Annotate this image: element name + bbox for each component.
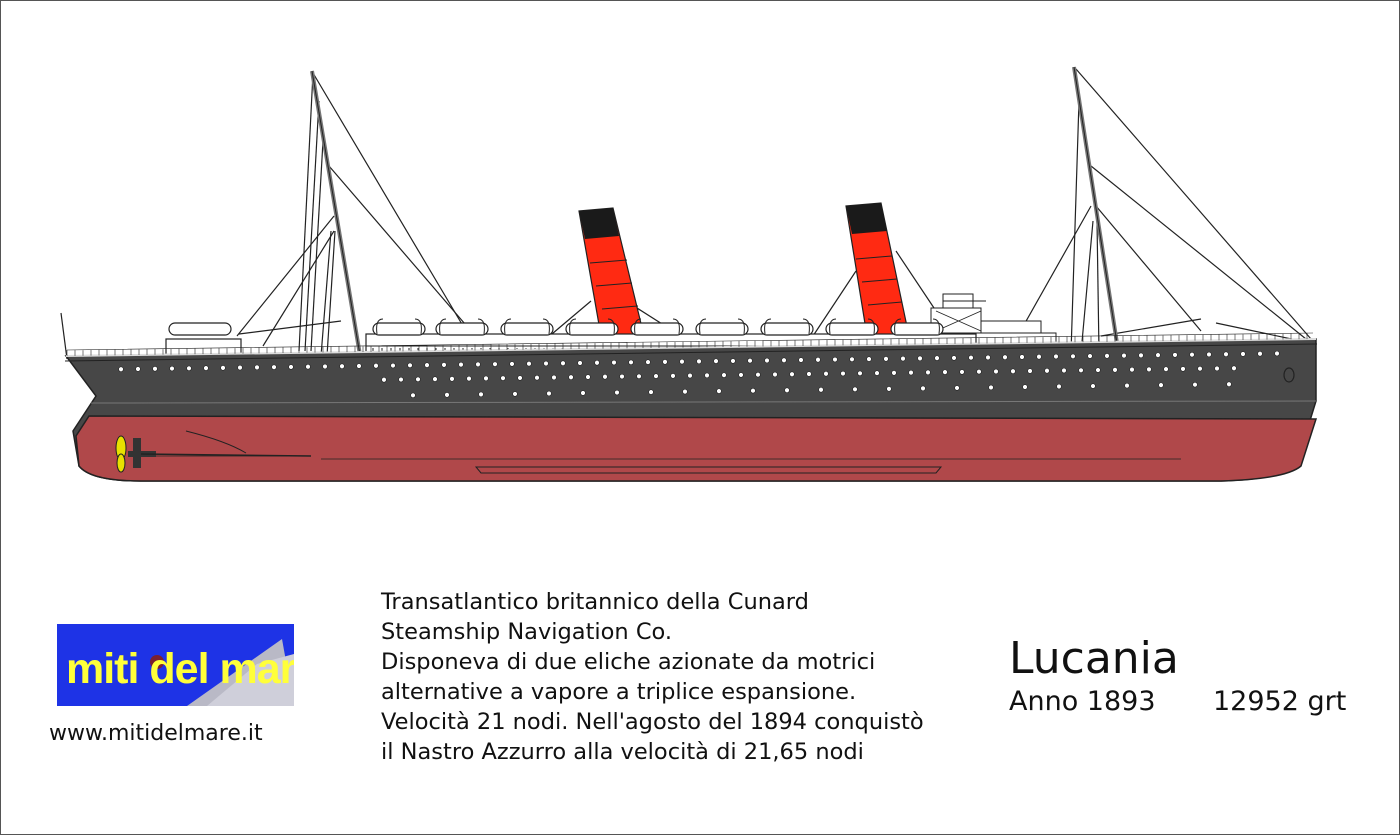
logo[interactable]: miti del mare	[57, 624, 294, 706]
description-line: Disponeva di due eliche azionate da motr…	[381, 649, 876, 675]
logo-text: miti del mare	[66, 645, 294, 693]
ship-illustration	[60, 66, 1318, 482]
description-line: Steamship Navigation Co.	[381, 619, 673, 645]
funnel-aft	[845, 202, 910, 337]
description-line: Transatlantico britannico della Cunard	[381, 589, 809, 615]
funnel-fore	[578, 207, 645, 337]
ship-name: Lucania	[1009, 633, 1179, 684]
website-link[interactable]: www.mitidelmare.it	[49, 721, 263, 746]
description-line: alternative a vapore a triplice espansio…	[381, 679, 857, 705]
propeller	[115, 435, 312, 473]
description-line: il Nastro Azzurro alla velocità di 21,65…	[381, 739, 864, 765]
logo-graphic	[150, 639, 294, 706]
ship-tonnage: 12952 grt	[1213, 686, 1347, 717]
description-line: Velocità 21 nodi. Nell'agosto del 1894 c…	[381, 709, 924, 735]
hull	[64, 332, 1318, 482]
bridge	[930, 293, 1057, 356]
rigging	[60, 68, 1312, 360]
ship-description: Transatlantico britannico della Cunard S…	[381, 587, 1001, 767]
ship-year: Anno 1893	[1009, 686, 1156, 717]
